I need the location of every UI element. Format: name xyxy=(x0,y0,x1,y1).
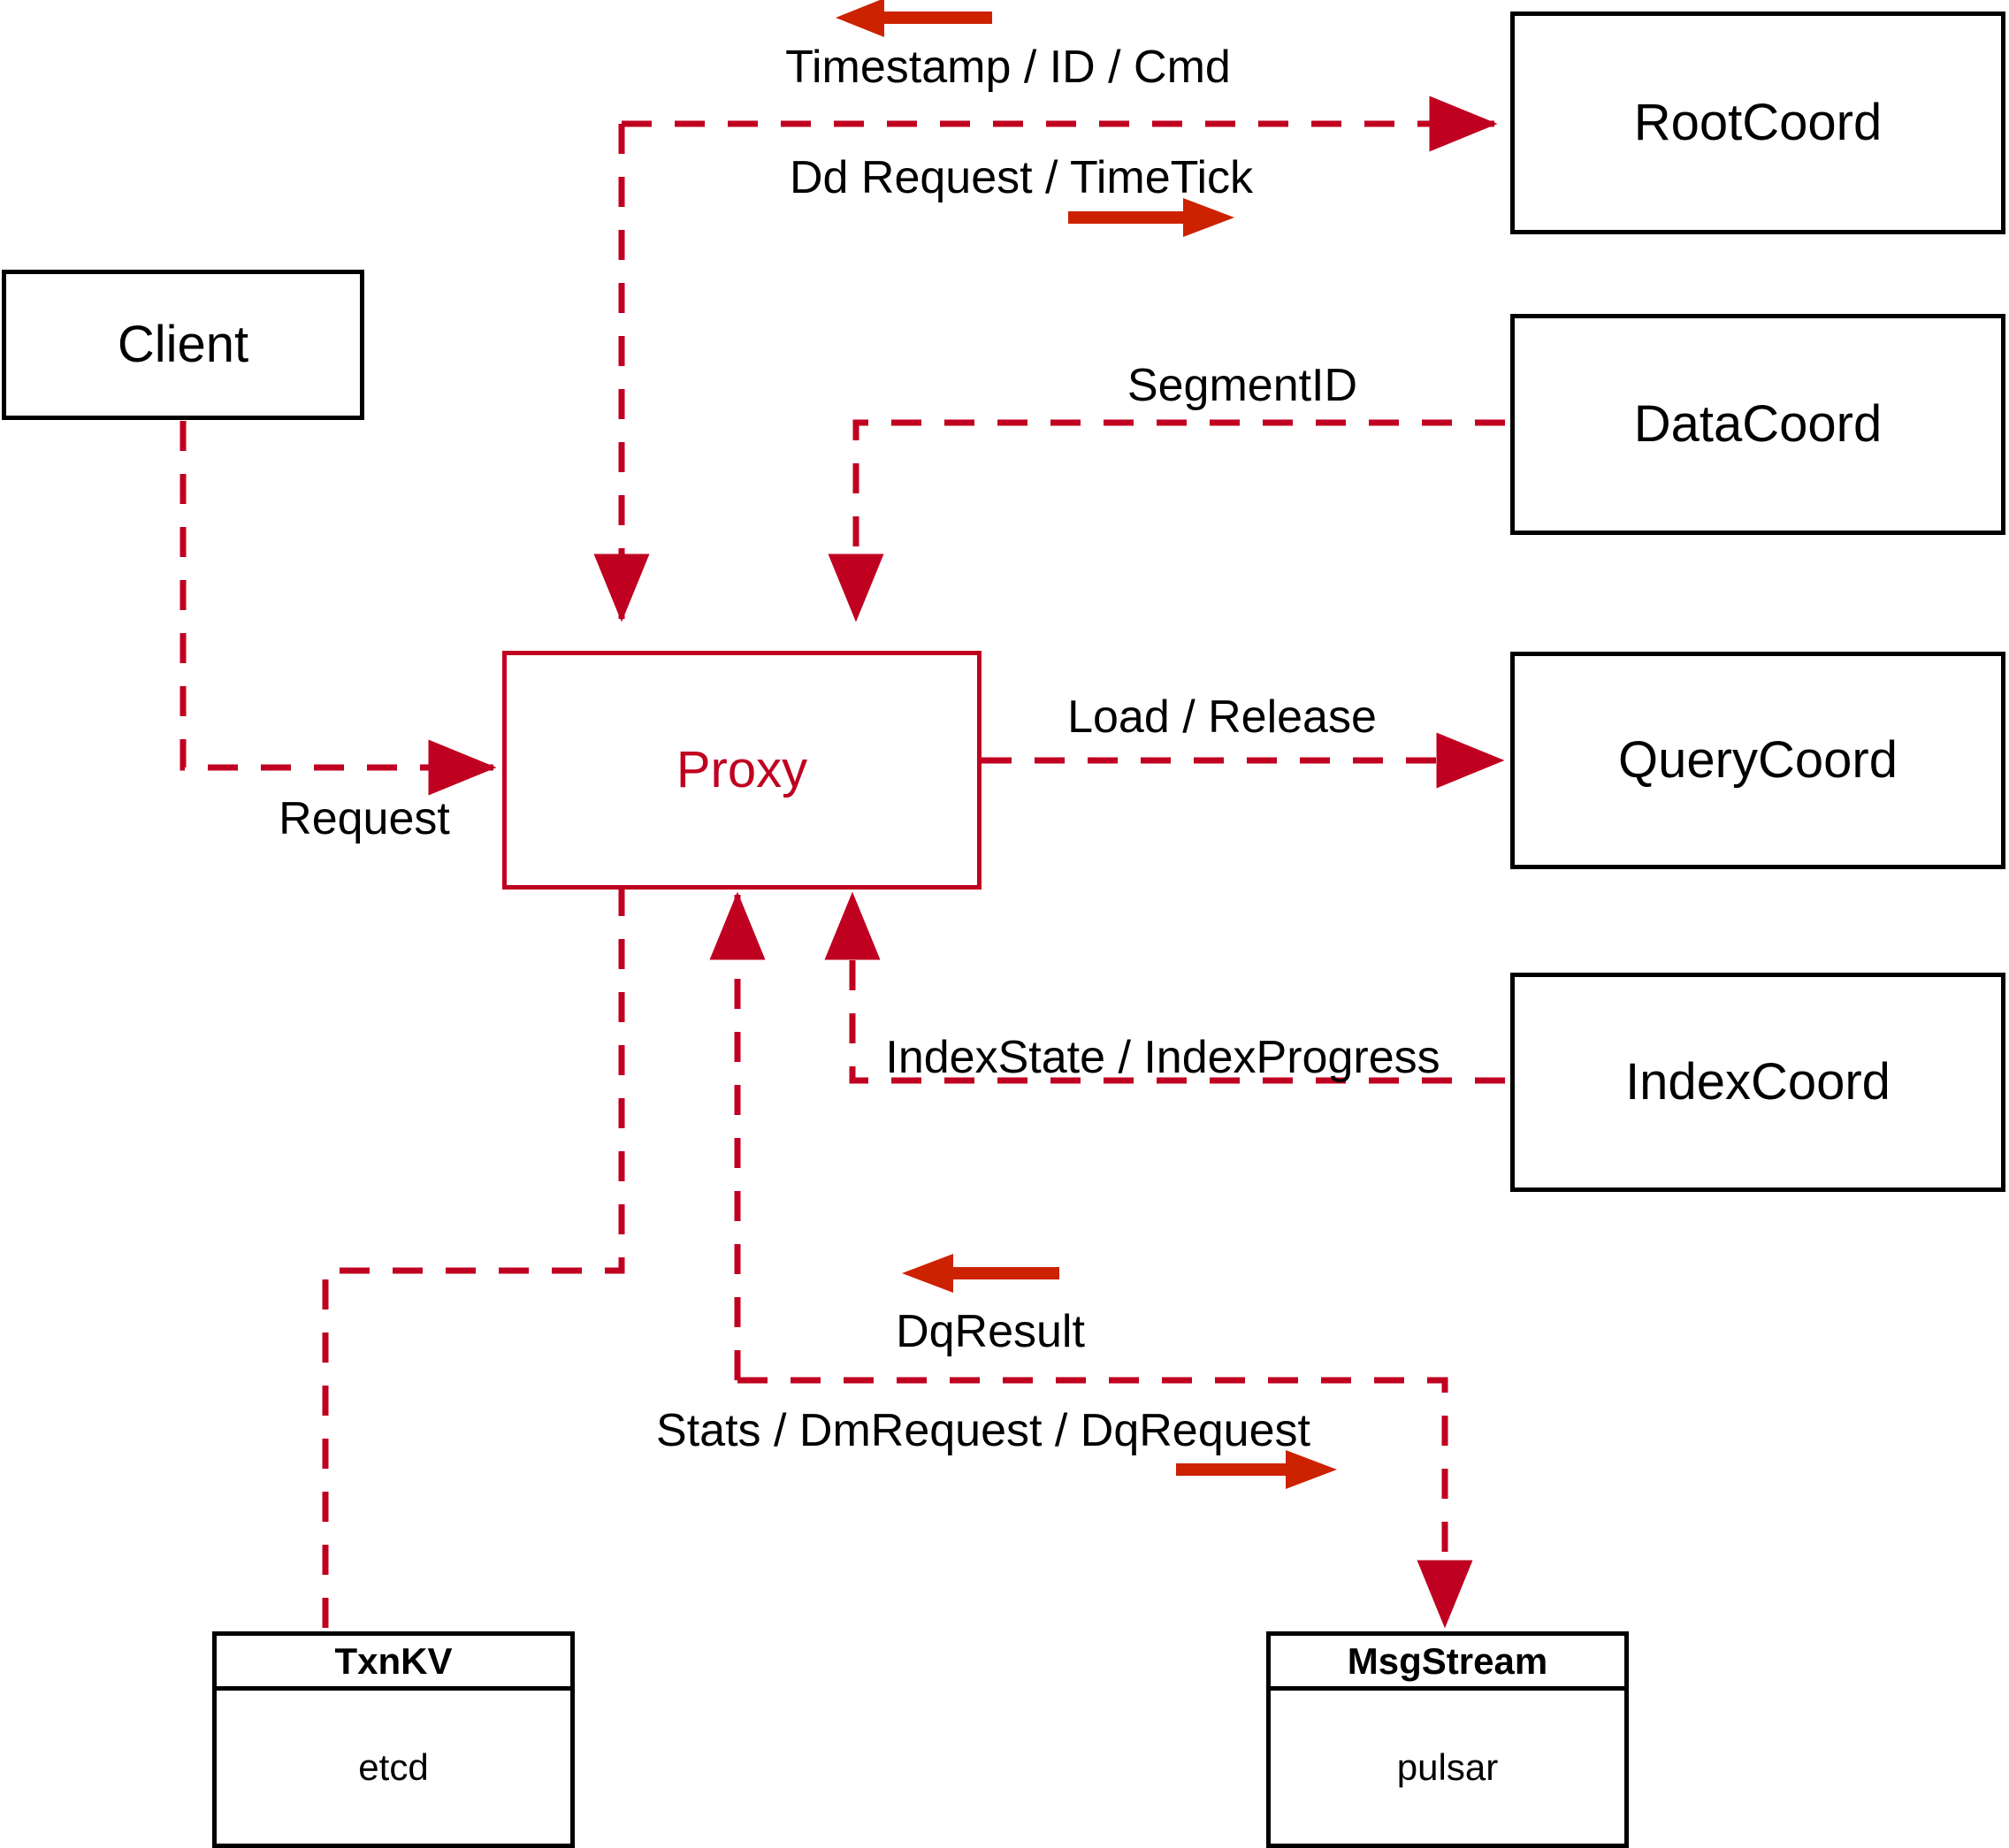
timestamp-id-cmd-direction-arrow xyxy=(836,0,992,37)
node-rootcoord-label: RootCoord xyxy=(1633,94,1883,152)
node-txnkv[interactable]: TxnKV etcd xyxy=(212,1631,575,1848)
stats-dm-dq-request-direction-arrow xyxy=(1176,1450,1337,1489)
node-datacoord-label: DataCoord xyxy=(1633,395,1883,454)
node-indexcoord[interactable]: IndexCoord xyxy=(1510,973,2005,1192)
node-msgstream-title: MsgStream xyxy=(1271,1636,1624,1691)
node-indexcoord-label: IndexCoord xyxy=(1625,1053,1891,1111)
edge-label-request: Request xyxy=(279,793,450,844)
node-rootcoord[interactable]: RootCoord xyxy=(1510,11,2005,234)
node-proxy[interactable]: Proxy xyxy=(502,651,982,890)
node-client[interactable]: Client xyxy=(2,270,364,420)
node-datacoord[interactable]: DataCoord xyxy=(1510,314,2005,535)
edge-proxy-to-txnkv xyxy=(322,886,625,1631)
node-msgstream-impl: pulsar xyxy=(1396,1745,1499,1788)
dq-result-direction-arrow xyxy=(902,1254,1059,1293)
edge-indexcoord-to-proxy xyxy=(824,891,1505,1084)
edge-label-stats-dm-dq-request: Stats / DmRequest / DqRequest xyxy=(656,1405,1310,1456)
node-client-label: Client xyxy=(117,316,249,374)
node-proxy-label: Proxy xyxy=(676,741,808,799)
edge-label-segment-id: SegmentID xyxy=(1127,360,1358,411)
node-querycoord-label: QueryCoord xyxy=(1618,731,1898,790)
edge-client-to-proxy xyxy=(180,421,497,796)
edge-label-dd-request-timetick: Dd Request / TimeTick xyxy=(789,152,1254,203)
node-msgstream[interactable]: MsgStream pulsar xyxy=(1266,1631,1629,1848)
node-txnkv-impl: etcd xyxy=(358,1745,429,1788)
edge-label-timestamp-id-cmd: Timestamp / ID / Cmd xyxy=(785,42,1231,93)
node-txnkv-title: TxnKV xyxy=(217,1636,570,1691)
edge-label-load-release: Load / Release xyxy=(1067,691,1377,743)
edge-datacoord-to-proxy xyxy=(828,419,1505,622)
edge-label-dq-result: DqResult xyxy=(896,1306,1085,1357)
node-querycoord[interactable]: QueryCoord xyxy=(1510,652,2005,869)
dd-request-timetick-direction-arrow xyxy=(1068,198,1234,237)
edge-proxy-to-msgstream xyxy=(709,891,1473,1629)
edge-label-index-state-progress: IndexState / IndexProgress xyxy=(885,1032,1440,1083)
edge-proxy-to-rootcoord xyxy=(593,95,1498,622)
